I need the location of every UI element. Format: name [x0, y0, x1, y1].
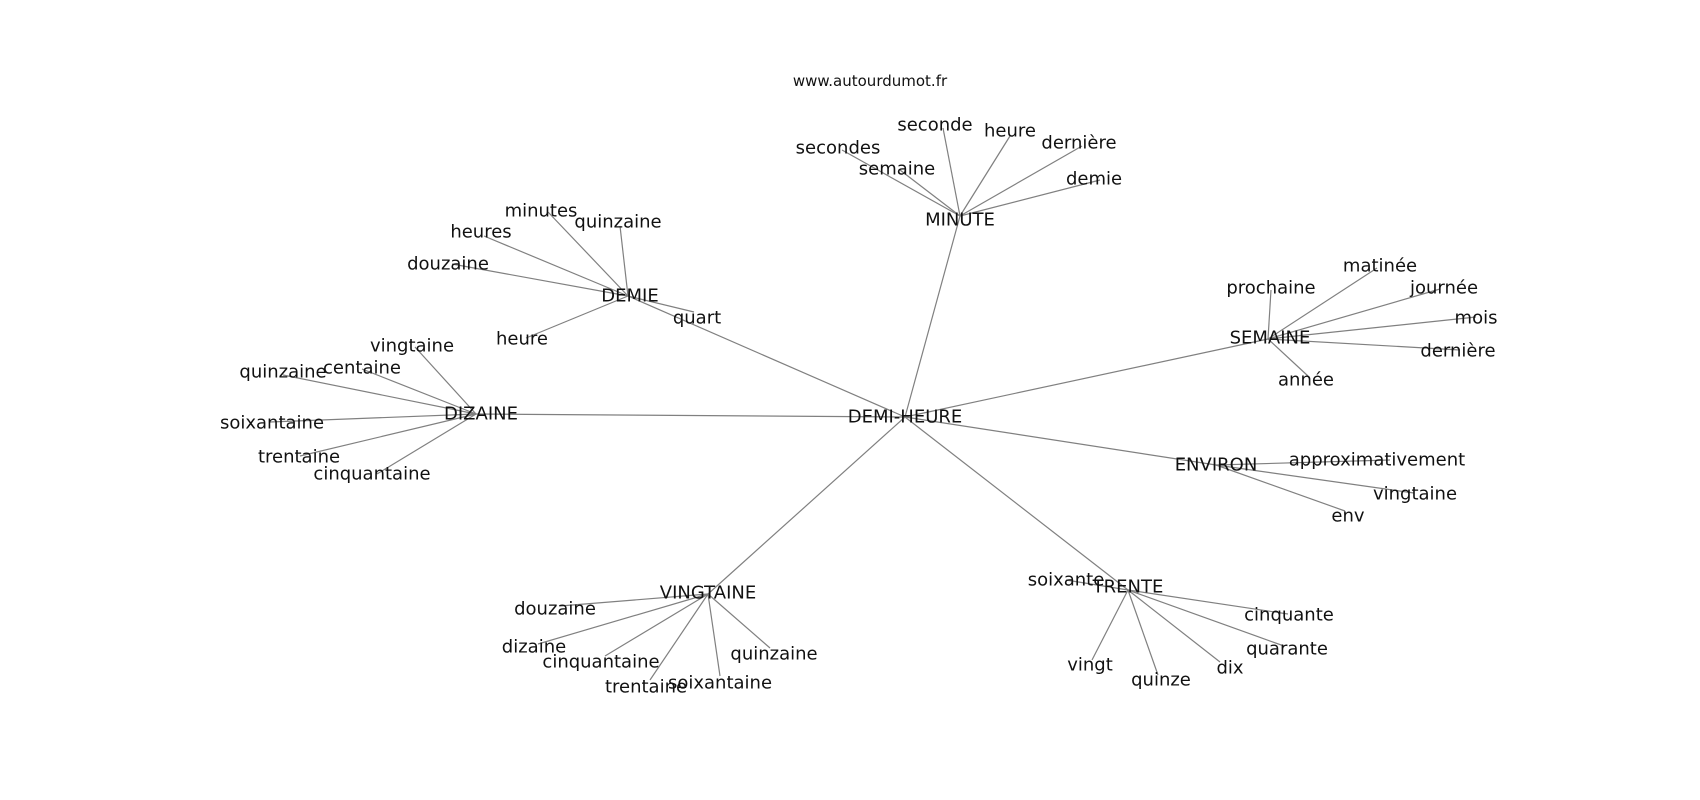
edge-environ-to-env — [1215, 464, 1346, 512]
edge-demie-to-douzaine — [451, 263, 629, 297]
leaf-node-environ-env: env — [1331, 506, 1364, 527]
leaf-node-minute-derniere: dernière — [1041, 133, 1116, 154]
edge-trente-to-vingt — [1091, 589, 1129, 661]
edge-trente-to-soixante — [1065, 579, 1129, 591]
edge-minute-to-seconde — [942, 127, 961, 217]
leaf-node-semaine-matinee: matinée — [1343, 256, 1417, 277]
leaf-node-semaine-derniere: dernière — [1420, 341, 1495, 362]
edge-vingtaine-to-soixantaine — [707, 593, 721, 677]
edge-semaine-to-annee — [1267, 338, 1309, 377]
leaf-node-trente-cinquante: cinquante — [1244, 605, 1334, 626]
edge-environ-to-approximativement — [1215, 459, 1391, 466]
leaf-node-dizaine-vingtaine: vingtaine — [370, 336, 454, 357]
leaf-node-vingtaine-dizaine: dizaine — [502, 637, 566, 658]
leaf-node-demie-douzaine: douzaine — [407, 254, 489, 275]
leaf-node-vingtaine-quinzaine: quinzaine — [730, 644, 817, 665]
edge-semaine-to-mois — [1267, 316, 1477, 340]
leaf-node-dizaine-cinquantaine: cinquantaine — [313, 464, 430, 485]
hub-node-semaine: SEMAINE — [1230, 328, 1311, 349]
leaf-node-environ-vingtaine: vingtaine — [1373, 484, 1457, 505]
edge-trente-to-cinquante — [1127, 589, 1289, 615]
edge-vingtaine-to-douzaine — [559, 593, 709, 607]
source-watermark: www.autourdumot.fr — [792, 72, 948, 90]
edge-vingtaine-to-dizaine — [537, 593, 709, 645]
edge-dizaine-to-centaine — [361, 368, 477, 415]
leaf-node-trente-dix: dix — [1216, 658, 1243, 679]
leaf-node-dizaine-quinzaine: quinzaine — [239, 362, 326, 383]
hub-node-vingtaine: VINGTAINE — [660, 583, 756, 604]
leaf-node-demie-minutes: minutes — [505, 201, 578, 222]
leaf-node-demie-heure: heure — [496, 329, 548, 350]
edge-semaine-to-journee — [1267, 288, 1441, 340]
edge-center-to-minute — [904, 215, 961, 418]
leaf-node-demie-heures: heures — [450, 222, 511, 243]
edge-center-to-trente — [904, 416, 1129, 591]
leaf-node-minute-secondes: secondes — [796, 138, 881, 159]
leaf-node-vingtaine-cinquantaine: cinquantaine — [542, 652, 659, 673]
edge-vingtaine-to-quinzaine — [707, 593, 771, 649]
edge-trente-to-quarante — [1127, 589, 1285, 647]
edge-semaine-to-prochaine — [1267, 289, 1272, 340]
leaf-node-minute-seconde: seconde — [897, 115, 972, 136]
edge-center-to-demie — [627, 295, 906, 418]
edge-minute-to-heure — [959, 135, 1011, 217]
hub-node-dizaine: DIZAINE — [444, 404, 518, 425]
edge-dizaine-to-quinzaine — [282, 374, 477, 415]
leaf-node-vingtaine-douzaine: douzaine — [514, 599, 596, 620]
center-node-label: DEMI-HEURE — [848, 407, 963, 428]
edge-minute-to-secondes — [841, 149, 961, 217]
leaf-node-dizaine-trentaine: trentaine — [258, 447, 340, 468]
edge-semaine-to-derniere — [1267, 338, 1461, 351]
leaf-node-dizaine-centaine: centaine — [323, 358, 401, 379]
leaf-node-environ-approximativement: approximativement — [1289, 450, 1465, 471]
edge-center-to-dizaine — [475, 413, 906, 418]
edge-dizaine-to-trentaine — [299, 413, 477, 457]
leaf-node-dizaine-soixantaine: soixantaine — [220, 413, 324, 434]
edge-demie-to-minutes — [547, 211, 629, 297]
leaf-node-minute-semaine: semaine — [859, 159, 936, 180]
edge-demie-to-heure — [525, 295, 629, 339]
edge-dizaine-to-vingtaine — [414, 346, 477, 415]
hub-node-demie: DEMIE — [601, 286, 658, 307]
leaf-node-minute-demie: demie — [1066, 169, 1122, 190]
edge-demie-to-heures — [483, 235, 629, 297]
leaf-node-semaine-annee: année — [1278, 370, 1334, 391]
edge-minute-to-derniere — [959, 145, 1083, 217]
edge-semaine-to-matinee — [1267, 267, 1378, 340]
edge-minute-to-semaine — [899, 169, 961, 217]
leaf-node-trente-soixante: soixante — [1028, 570, 1105, 591]
edge-trente-to-dix — [1127, 589, 1221, 663]
edge-center-to-environ — [904, 416, 1217, 466]
leaf-node-demie-quinzaine: quinzaine — [574, 212, 661, 233]
leaf-node-trente-quarante: quarante — [1246, 639, 1328, 660]
edge-dizaine-to-cinquantaine — [376, 413, 477, 475]
edge-environ-to-vingtaine — [1215, 464, 1415, 494]
edge-demie-to-quart — [627, 295, 695, 313]
graph-edges — [269, 127, 1477, 681]
leaf-node-semaine-journee: journée — [1409, 278, 1478, 299]
hub-node-environ: ENVIRON — [1175, 455, 1258, 476]
edge-minute-to-demie — [959, 179, 1101, 217]
leaf-node-semaine-prochaine: prochaine — [1226, 278, 1315, 299]
leaf-node-semaine-mois: mois — [1455, 308, 1498, 329]
leaf-node-minute-heure: heure — [984, 121, 1036, 142]
leaf-node-trente-quinze: quinze — [1131, 670, 1191, 691]
edge-vingtaine-to-trentaine — [649, 593, 709, 681]
edge-dizaine-to-soixantaine — [269, 413, 477, 423]
leaf-node-vingtaine-soixantaine: soixantaine — [668, 673, 772, 694]
edge-demie-to-quinzaine — [619, 225, 629, 297]
leaf-node-demie-quart: quart — [673, 308, 721, 329]
edge-trente-to-quinze — [1127, 589, 1159, 676]
edge-center-to-vingtaine — [707, 416, 906, 595]
leaf-node-trente-vingt: vingt — [1067, 655, 1113, 676]
hub-node-trente: TRENTE — [1092, 577, 1164, 598]
leaf-node-vingtaine-trentaine: trentaine — [605, 677, 687, 698]
edge-center-to-semaine — [904, 338, 1269, 418]
edge-vingtaine-to-cinquantaine — [604, 593, 709, 657]
hub-node-minute: MINUTE — [925, 210, 995, 231]
